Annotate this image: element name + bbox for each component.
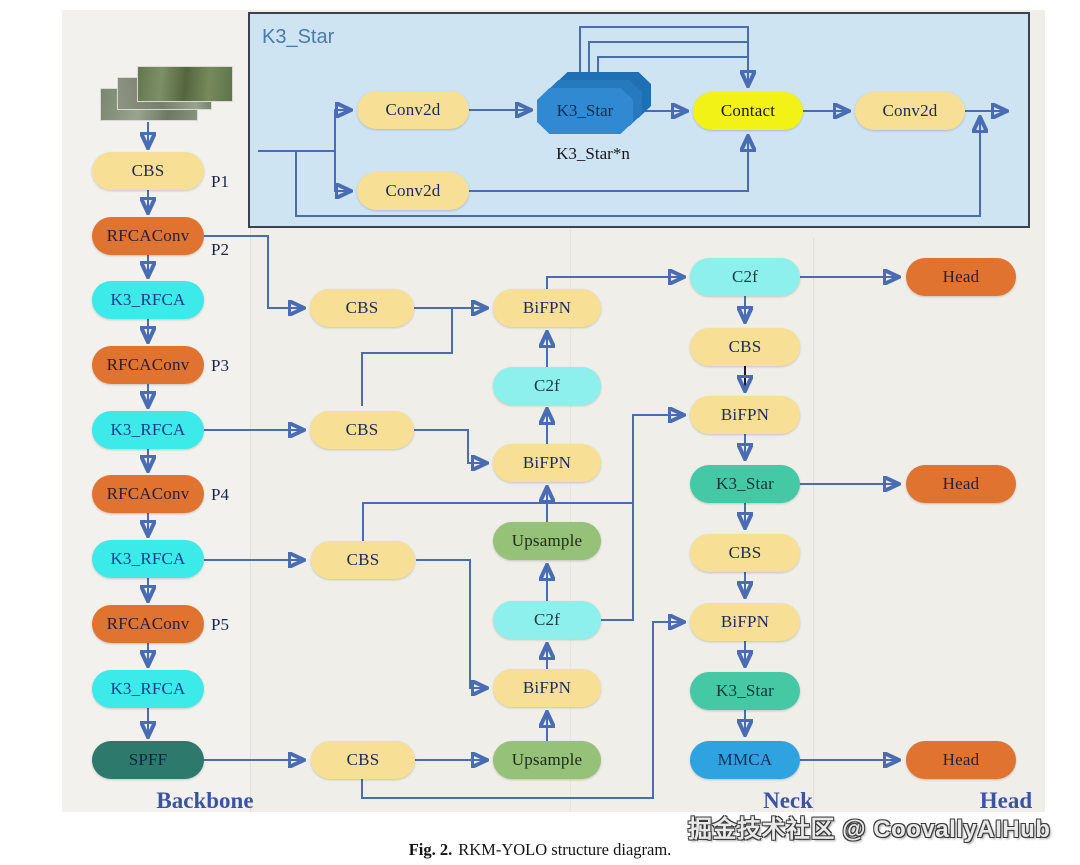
node-bifpn-3: BiFPN <box>493 669 601 707</box>
figure-caption: Fig. 2. RKM-YOLO structure diagram. <box>0 840 1080 860</box>
head-label: Head <box>979 788 1033 813</box>
node-out-bifpn-2: BiFPN <box>690 603 800 641</box>
pyramid-tag-p5: P5 <box>211 615 229 634</box>
node-rfcaconv-p4: RFCAConv <box>92 475 204 513</box>
node-mmca: MMCA <box>690 741 800 779</box>
neck-label: Neck <box>763 788 813 813</box>
pyramid-tag-p4: P4 <box>211 485 229 504</box>
pyramid-tag-p1: P1 <box>211 172 229 191</box>
input-image-front <box>137 66 233 102</box>
panel-conv2d-out: Conv2d <box>855 92 965 130</box>
node-k3rfca-1: K3_RFCA <box>92 281 204 319</box>
node-neck-cbs-2: CBS <box>310 411 414 449</box>
node-upsample-2: Upsample <box>493 741 601 779</box>
section-divider <box>813 238 814 812</box>
node-neck-cbs-4: CBS <box>311 741 415 779</box>
figure-caption-number: Fig. 2. <box>408 840 453 859</box>
watermark: 掘金技术社区 @ CoovallyAIHub <box>688 816 1051 843</box>
node-rfcaconv-p3: RFCAConv <box>92 346 204 384</box>
node-head-1: Head <box>906 258 1016 296</box>
k3star-panel-title: K3_Star <box>262 26 335 48</box>
node-out-c2f: C2f <box>690 258 800 296</box>
node-out-bifpn-1: BiFPN <box>690 396 800 434</box>
node-neck-cbs-3: CBS <box>311 541 415 579</box>
k3star-stack: K3_Star <box>537 88 633 134</box>
node-cbs-p1: CBS <box>92 152 204 190</box>
node-k3rfca-3: K3_RFCA <box>92 540 204 578</box>
panel-contact-node: Contact <box>693 92 803 130</box>
panel-conv2d-top: Conv2d <box>357 91 469 129</box>
node-k3rfca-2: K3_RFCA <box>92 411 204 449</box>
k3star-stack-caption: K3_Star*n <box>556 144 630 163</box>
node-rfcaconv-p5: RFCAConv <box>92 605 204 643</box>
backbone-label: Backbone <box>156 788 254 813</box>
node-upsample-1: Upsample <box>493 522 601 560</box>
node-out-k3star-2: K3_Star <box>690 672 800 710</box>
node-c2f-1: C2f <box>493 367 601 405</box>
node-out-cbs-2: CBS <box>690 534 800 572</box>
figure-caption-text: RKM-YOLO structure diagram. <box>458 840 672 859</box>
node-out-k3star-1: K3_Star <box>690 465 800 503</box>
node-rfcaconv-p2: RFCAConv <box>92 217 204 255</box>
node-k3rfca-4: K3_RFCA <box>92 670 204 708</box>
node-head-3: Head <box>906 741 1016 779</box>
node-bifpn-1: BiFPN <box>493 289 601 327</box>
pyramid-tag-p3: P3 <box>211 356 229 375</box>
node-spff: SPFF <box>92 741 204 779</box>
node-head-2: Head <box>906 465 1016 503</box>
node-neck-cbs-1: CBS <box>310 289 414 327</box>
pyramid-tag-p2: P2 <box>211 240 229 259</box>
panel-conv2d-bottom: Conv2d <box>357 172 469 210</box>
node-out-cbs-1: CBS <box>690 328 800 366</box>
node-c2f-2: C2f <box>493 601 601 639</box>
node-bifpn-2: BiFPN <box>493 444 601 482</box>
